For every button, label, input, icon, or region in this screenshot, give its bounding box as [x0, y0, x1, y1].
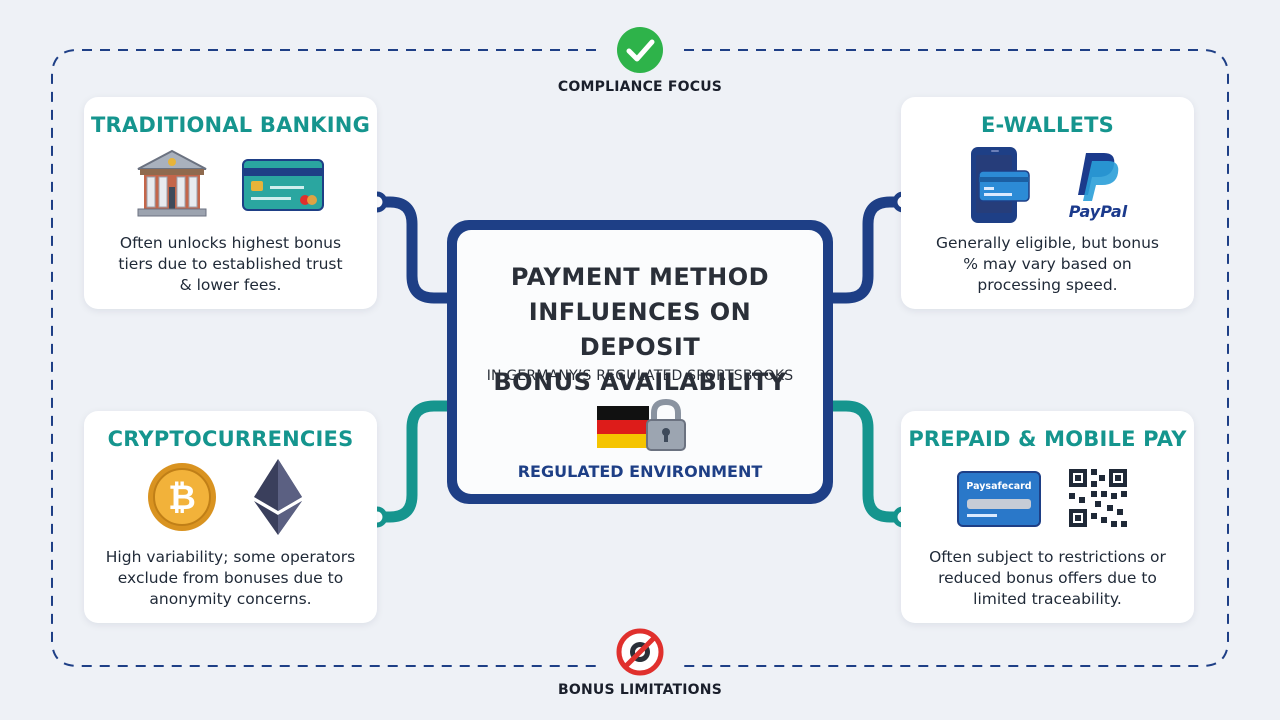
card-prepaid-mobile-pay: PREPAID & MOBILE PAY Paysafecard Often s…	[901, 411, 1194, 623]
card-title: TRADITIONAL BANKING	[90, 113, 371, 137]
lock-icon	[646, 398, 686, 451]
regulated-environment-label: REGULATED ENVIRONMENT	[517, 462, 763, 481]
ethereum-icon	[254, 459, 302, 535]
card-title: E-WALLETS	[981, 113, 1114, 137]
phone-wallet-icon	[971, 147, 1030, 223]
check-icon	[617, 27, 663, 73]
card-description: Often subject to restrictions or reduced…	[929, 548, 1166, 608]
qr-code-icon	[1067, 467, 1129, 529]
card-traditional-banking: TRADITIONAL BANKING Often unlocks highes…	[84, 97, 377, 309]
bonus-limitations-label: BONUS LIMITATIONS	[558, 682, 722, 698]
compliance-focus-label: COMPLIANCE FOCUS	[557, 79, 723, 95]
card-description: Generally eligible, but bonus % may vary…	[935, 234, 1160, 294]
no-gambling-icon	[616, 628, 664, 676]
card-title: CRYPTOCURRENCIES	[107, 427, 354, 451]
card-description: High variability; some operators exclude…	[105, 548, 356, 608]
central-topic-box: PAYMENT METHOD INFLUENCES ON DEPOSIT BON…	[447, 220, 833, 504]
credit-card-icon	[242, 159, 324, 211]
paypal-logo: PayPal	[1069, 153, 1128, 221]
svg-text:₿: ₿	[168, 478, 196, 518]
svg-text:PayPal: PayPal	[1069, 202, 1128, 221]
card-title: PREPAID & MOBILE PAY	[908, 427, 1187, 451]
paysafecard-icon: Paysafecard	[957, 471, 1041, 527]
subtitle: IN GERMANY’S REGULATED SPORTSBOOKS	[486, 368, 794, 384]
card-e-wallets: E-WALLETS PayPal Generally eligible, but…	[901, 97, 1194, 309]
svg-text:Paysafecard: Paysafecard	[966, 481, 1031, 492]
bank-icon	[137, 149, 207, 217]
card-cryptocurrencies: CRYPTOCURRENCIES ₿ High variability; som…	[84, 411, 377, 623]
page-title: PAYMENT METHOD INFLUENCES ON DEPOSIT BON…	[493, 263, 787, 396]
bitcoin-icon: ₿	[148, 463, 216, 531]
card-description: Often unlocks highest bonus tiers due to…	[118, 234, 343, 294]
germany-flag-icon	[597, 406, 649, 448]
central-topic-panel: PAYMENT METHOD INFLUENCES ON DEPOSIT BON…	[457, 230, 823, 494]
